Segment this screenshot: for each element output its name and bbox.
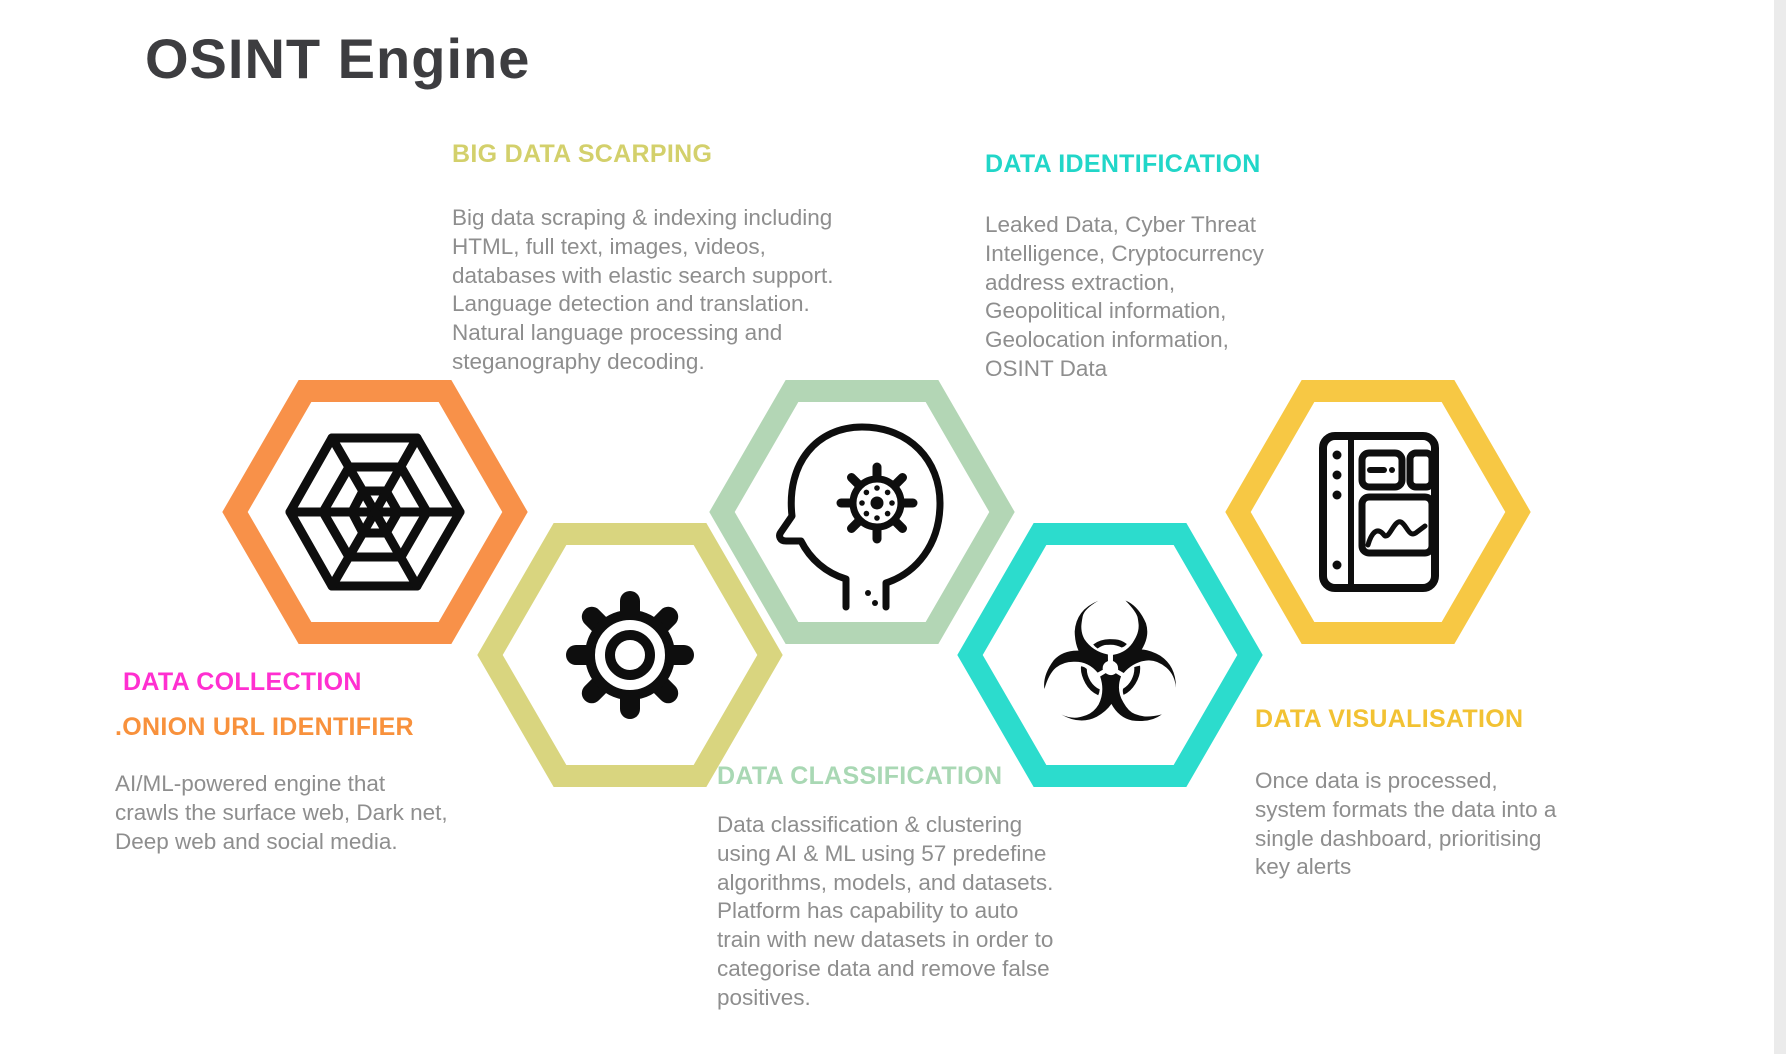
hexagon-data-classification (709, 380, 1015, 644)
heading-data-identification: DATA IDENTIFICATION (985, 150, 1261, 178)
biohazard-icon: ☣ (1036, 568, 1184, 760)
page-title: OSINT Engine (145, 27, 531, 90)
section-data-identification: DATA IDENTIFICATION Leaked Data, Cyber T… (985, 150, 1285, 384)
heading-data-collection: DATA COLLECTION (123, 668, 362, 696)
heading-big-data-scarping: BIG DATA SCARPING (452, 140, 713, 168)
gear-icon (566, 591, 694, 719)
section-data-visualisation: DATA VISUALISATION Once data is processe… (1255, 705, 1567, 882)
section-data-classification: DATA CLASSIFICATION Data classification … (717, 762, 1065, 1013)
body-data-visualisation: Once data is processed, system formats t… (1255, 768, 1557, 880)
body-data-classification: Data classification & clustering using A… (717, 812, 1054, 1010)
dashboard-icon (1319, 432, 1439, 592)
section-data-collection: DATA COLLECTION .ONION URL IDENTIFIER AI… (115, 668, 451, 856)
spider-web-icon (285, 433, 465, 591)
body-big-data-scarping: Big data scraping & indexing including H… (452, 205, 834, 374)
hexagon-data-visualisation (1225, 380, 1531, 644)
hexagon-data-identification: ☣ (957, 523, 1263, 787)
heading-data-classification: DATA CLASSIFICATION (717, 762, 1003, 790)
heading-onion-url-identifier: .ONION URL IDENTIFIER (115, 713, 414, 741)
section-big-data-scraping: BIG DATA SCARPING Big data scraping & in… (452, 140, 856, 377)
slide-edge-strip (1774, 0, 1786, 1054)
heading-data-visualisation: DATA VISUALISATION (1255, 705, 1524, 733)
hexagon-big-data-scraping (477, 523, 783, 787)
body-data-identification: Leaked Data, Cyber Threat Intelligence, … (985, 212, 1264, 381)
body-data-collection: AI/ML-powered engine that crawls the sur… (115, 771, 448, 854)
hexagon-outline (957, 523, 1263, 787)
head-gear-icon (776, 423, 944, 611)
hexagon-data-collection (222, 380, 528, 644)
